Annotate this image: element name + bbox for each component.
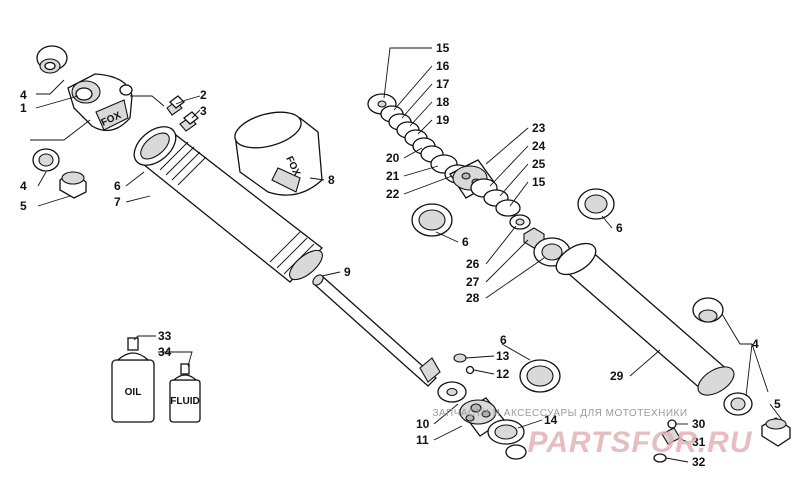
callout-18: 18 bbox=[436, 95, 450, 109]
callout-25: 25 bbox=[532, 157, 546, 171]
callout-8: 8 bbox=[328, 173, 335, 187]
callout-6: 6 bbox=[616, 221, 623, 235]
callout-23: 23 bbox=[532, 121, 546, 135]
callout-33: 33 bbox=[158, 329, 172, 343]
part-26-washer bbox=[509, 214, 531, 230]
part-31-spring bbox=[661, 427, 681, 445]
callout-3: 3 bbox=[200, 104, 207, 118]
callout-34: 34 bbox=[158, 345, 172, 359]
callout-12: 12 bbox=[496, 367, 510, 381]
watermark: ЗАПЧАСТИ И АКСЕССУАРЫ ДЛЯ МОТОТЕХНИКИ PA… bbox=[432, 408, 753, 459]
part-12-ball bbox=[465, 365, 475, 375]
callout-14: 14 bbox=[544, 413, 558, 427]
callout-9: 9 bbox=[344, 265, 351, 279]
callout-6: 6 bbox=[114, 179, 121, 193]
callout-27: 27 bbox=[466, 275, 480, 289]
callout-26: 26 bbox=[466, 257, 480, 271]
callout-2: 2 bbox=[200, 88, 207, 102]
callout-4: 4 bbox=[752, 337, 759, 351]
part-4-bushing-top bbox=[36, 45, 68, 74]
part-8-reservoir: FOX bbox=[234, 111, 323, 196]
callout-32: 32 bbox=[692, 455, 706, 469]
valve-shims-lower bbox=[470, 178, 521, 217]
part-6-seal-left bbox=[411, 203, 453, 237]
callout-4: 4 bbox=[20, 179, 27, 193]
part-14-cap bbox=[487, 419, 525, 445]
watermark-logo: PARTSFOR.RU bbox=[528, 426, 753, 459]
callout-5: 5 bbox=[774, 397, 781, 411]
part-ring-bottom bbox=[505, 444, 527, 460]
part-5-sleeve-right bbox=[761, 417, 791, 447]
callout-28: 28 bbox=[466, 291, 480, 305]
callout-7: 7 bbox=[114, 195, 121, 209]
part-7-shock-body bbox=[133, 126, 323, 283]
callout-16: 16 bbox=[436, 59, 450, 73]
callout-30: 30 bbox=[692, 417, 706, 431]
oil-bottle: OIL bbox=[111, 337, 155, 423]
watermark-tagline: ЗАПЧАСТИ И АКСЕССУАРЫ ДЛЯ МОТОТЕХНИКИ bbox=[432, 408, 687, 419]
callout-19: 19 bbox=[436, 113, 450, 127]
callout-6: 6 bbox=[462, 235, 469, 249]
callout-11: 11 bbox=[416, 433, 429, 447]
fluid-bottle-label: FLUID bbox=[170, 396, 199, 407]
part-1-top-mount: FOX bbox=[67, 73, 133, 132]
valve-shim-stack bbox=[367, 93, 472, 184]
callout-4: 4 bbox=[20, 88, 27, 102]
callout-29: 29 bbox=[610, 369, 624, 383]
callout-6: 6 bbox=[500, 333, 507, 347]
callout-31: 31 bbox=[692, 435, 706, 449]
callout-24: 24 bbox=[532, 139, 546, 153]
part-9-shaft bbox=[312, 274, 441, 387]
part-4-bushing-bottom bbox=[32, 148, 60, 172]
callout-22: 22 bbox=[386, 187, 400, 201]
part-29-tube bbox=[555, 242, 735, 396]
callout-20: 20 bbox=[386, 151, 400, 165]
leader-lines bbox=[30, 47, 783, 463]
part-4-bushing-right-bottom bbox=[723, 392, 753, 416]
oil-bottle-label: OIL bbox=[125, 387, 142, 398]
callout-15: 15 bbox=[532, 175, 546, 189]
callout-5: 5 bbox=[20, 199, 27, 213]
callout-13: 13 bbox=[496, 349, 510, 363]
part-6-seal-right bbox=[577, 188, 615, 220]
part-5-sleeve bbox=[59, 171, 87, 199]
part-13-plug bbox=[453, 353, 467, 363]
callout-21: 21 bbox=[386, 169, 400, 183]
part-6-seal-center bbox=[519, 359, 561, 393]
callout-15: 15 bbox=[436, 41, 450, 55]
callout-17: 17 bbox=[436, 77, 450, 91]
callout-labels: 2 3 4 1 4 5 6 7 8 9 10 11 12 13 6 14 15 … bbox=[20, 41, 781, 469]
callout-10: 10 bbox=[416, 417, 430, 431]
part-2-fitting bbox=[166, 95, 185, 116]
callout-1: 1 bbox=[20, 101, 27, 115]
part-4-bushing-right-top bbox=[692, 297, 724, 323]
fluid-bottle: FLUID bbox=[169, 363, 201, 423]
part-10-washer bbox=[437, 381, 467, 403]
